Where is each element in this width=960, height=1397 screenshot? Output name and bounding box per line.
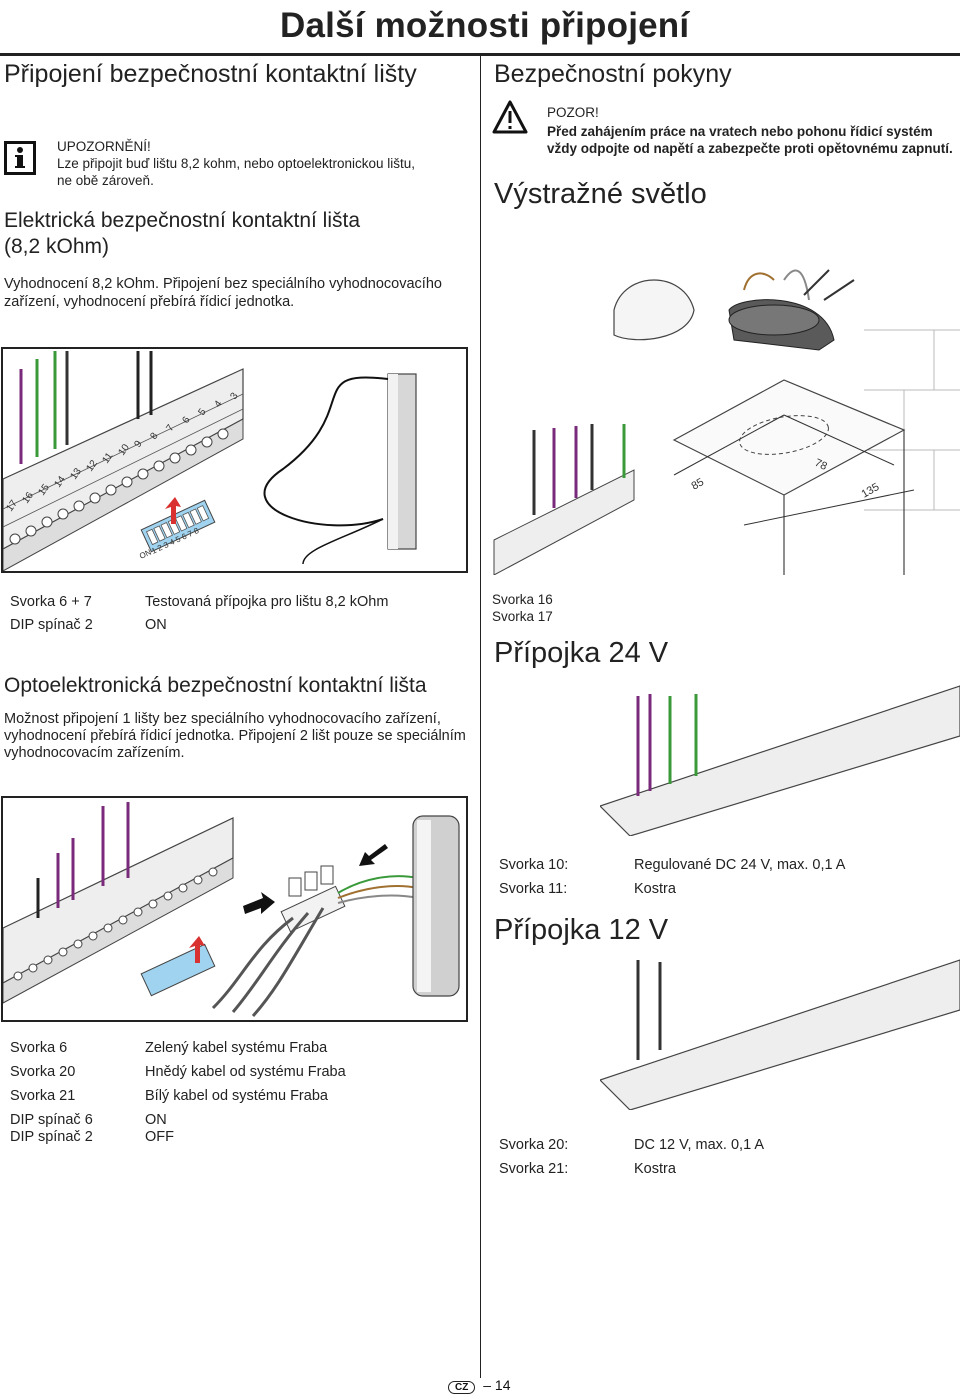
- conn24-title: Přípojka 24 V: [494, 637, 669, 669]
- table2-key: DIP spínač 6: [10, 1112, 93, 1128]
- terminal-number: 6: [180, 414, 192, 425]
- column-divider: [480, 56, 481, 1378]
- opto-description-line1: Možnost připojení 1 lišty bez speciálníh…: [4, 711, 441, 727]
- terminal-number: 7: [164, 422, 176, 433]
- table2-value: Hnědý kabel od systému Fraba: [145, 1064, 346, 1080]
- page-dash: –: [483, 1377, 492, 1393]
- table24-value: Regulované DC 24 V, max. 0,1 A: [634, 857, 846, 873]
- table2-key: Svorka 6: [10, 1040, 68, 1056]
- warning-label: POZOR!: [547, 105, 599, 120]
- table2-value: Bílý kabel od systému Fraba: [145, 1088, 328, 1104]
- table12-value: Kostra: [634, 1161, 676, 1177]
- terminal-number: 8: [148, 430, 160, 441]
- table1-key: Svorka 6 + 7: [10, 594, 92, 610]
- table2-value: ON: [145, 1112, 167, 1128]
- table2-value: Zelený kabel systému Fraba: [145, 1040, 328, 1056]
- opto-description-line2: vyhodnocení přebírá řídicí jednotka. Při…: [4, 728, 466, 744]
- lamp-terminal-16: Svorka 16: [492, 592, 553, 607]
- warning-text-line2: vždy odpojte od napětí a zabezpečte prot…: [547, 141, 953, 156]
- warning-icon: [492, 100, 528, 139]
- lamp-terminal-17: Svorka 17: [492, 609, 553, 624]
- table12-key: Svorka 21:: [499, 1161, 569, 1177]
- notice-text-line2: ne obě zároveň.: [57, 173, 154, 188]
- section-title-contact-strip: Připojení bezpečnostní kontaktní lišty: [4, 60, 417, 88]
- notice-text-line1: Lze připojit buď lištu 8,2 kohm, nebo op…: [57, 156, 416, 171]
- table1-value: Testovaná přípojka pro lištu 8,2 kOhm: [145, 594, 389, 610]
- terminal-number: 5: [196, 406, 208, 417]
- safety-title: Bezpečnostní pokyny: [494, 60, 732, 88]
- table24-key: Svorka 10:: [499, 857, 569, 873]
- table2-key: Svorka 20: [10, 1064, 76, 1080]
- terminal-number: 4: [212, 398, 224, 409]
- figure-terminal-opto: [1, 796, 468, 1022]
- language-badge: CZ: [448, 1381, 476, 1394]
- page-number: 14: [494, 1377, 511, 1393]
- header-rule: [0, 53, 960, 56]
- subsection-title-electric: Elektrická bezpečnostní kontaktní lišta: [4, 209, 361, 232]
- table1-key: DIP spínač 2: [10, 617, 93, 633]
- figure-12v-terminal: [598, 950, 960, 1111]
- table12-key: Svorka 20:: [499, 1137, 569, 1153]
- figure-warning-lamp: 85 78 135: [484, 240, 960, 576]
- page-header-title: Další možnosti připojení: [280, 6, 690, 45]
- conn12-title: Přípojka 12 V: [494, 914, 669, 946]
- dim-85: 85: [690, 476, 707, 493]
- table1-value: ON: [145, 617, 167, 633]
- opto-description-line3: vyhodnocovacím zařízením.: [4, 745, 185, 761]
- notice-label: UPOZORNĚNÍ!: [57, 139, 151, 154]
- table24-value: Kostra: [634, 881, 676, 897]
- subsection-title-opto: Optoelektronická bezpečnostní kontaktní …: [4, 674, 427, 697]
- description-line1: Vyhodnocení 8,2 kOhm. Připojení bez spec…: [4, 276, 442, 292]
- dim-78: 78: [813, 457, 829, 473]
- warning-text-line1: Před zahájením práce na vratech nebo poh…: [547, 124, 933, 139]
- terminal-number: 3: [228, 390, 240, 401]
- description-line2: zařízení, vyhodnocení přebírá řídicí jed…: [4, 294, 295, 310]
- lamp-title: Výstražné světlo: [494, 178, 707, 210]
- page-footer: CZ – 14: [448, 1377, 511, 1394]
- table2-key: DIP spínač 2: [10, 1129, 93, 1145]
- table24-key: Svorka 11:: [499, 881, 568, 897]
- table2-key: Svorka 21: [10, 1088, 76, 1104]
- subsection-title-electric-kohm: (8,2 kOhm): [4, 235, 110, 258]
- table12-value: DC 12 V, max. 0,1 A: [634, 1137, 765, 1153]
- info-icon: [4, 141, 36, 175]
- figure-terminal-8-2kohm: 17 16 15 14 13 12 11 10 9 8 7 6 5 4 3: [1, 347, 468, 573]
- table2-value: OFF: [145, 1129, 174, 1145]
- figure-24v-terminal: [598, 676, 960, 837]
- terminal-number: 9: [132, 438, 144, 449]
